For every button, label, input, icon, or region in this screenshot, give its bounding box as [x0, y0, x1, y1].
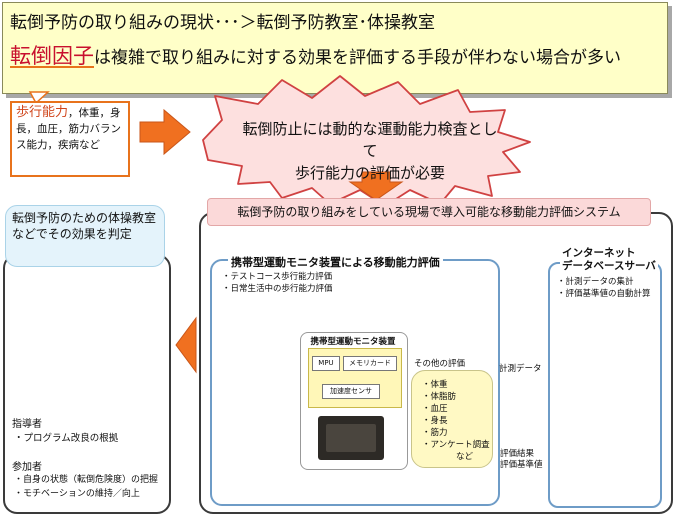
accelerometer-chip: 加速度センサ — [322, 384, 380, 399]
other-evaluation-item: ・筋力 — [422, 428, 448, 438]
burst-shape — [202, 75, 531, 207]
walking-ability-label: 歩行能力 — [16, 105, 69, 120]
current-status-text: 転倒予防の取り組みの現状･･･＞転倒予防教室･体操教室 — [10, 13, 435, 33]
other-evaluation-item: ・身長 — [422, 416, 448, 426]
monitor-evaluation-title: 携帯型運動モニタ装置による移動能力評価 — [228, 254, 443, 270]
measure-data-label: 計測データ — [499, 364, 542, 374]
result-label-line2: 評価基準値 — [500, 460, 543, 470]
top-banner — [2, 2, 668, 94]
participant-item: ・自身の状態（転倒危険度）の把握 — [14, 475, 159, 485]
server-bullet: ・計測データの集計 — [557, 277, 634, 287]
other-evaluation-item: ・血圧 — [422, 404, 448, 414]
device-title: 携帯型運動モニタ装置 — [310, 337, 396, 347]
other-evaluation-item: ・アンケート調査 — [422, 440, 490, 450]
need-line-1: 転倒防止には動的な運動能力検査として — [242, 120, 498, 160]
leader-title: 指導者 — [12, 419, 42, 430]
left-arrow-icon — [175, 316, 197, 374]
monitor-bullet: ・日常生活中の歩行能力評価 — [222, 284, 333, 294]
need-statement: 転倒防止には動的な運動能力検査として 歩行能力の評価が必要 — [240, 118, 500, 184]
other-evaluation-box — [411, 370, 493, 468]
database-server-box — [548, 262, 662, 508]
effect-judgement-text: 転倒予防のための体操教室などでその効果を判定 — [12, 211, 157, 241]
database-server-title: インターネット データベースサーバ — [560, 247, 658, 273]
walking-factors-list: ，体重，身長，血圧，筋力バランス能力，疾病など — [16, 107, 121, 151]
down-arrow-icon — [348, 171, 404, 201]
right-arrow-icon — [139, 108, 191, 156]
server-title-line1: インターネット — [562, 247, 636, 259]
monitor-bullet: ・テストコース歩行能力評価 — [222, 272, 333, 282]
participant-item: ・モチベーションの維持／向上 — [14, 489, 140, 499]
need-line-2: 歩行能力の評価が必要 — [294, 164, 445, 182]
fall-factor-keyword: 転倒因子 — [10, 44, 94, 68]
mpu-chip: MPU — [312, 356, 340, 371]
effect-judgement-box: 転倒予防のための体操教室などでその効果を判定 — [5, 205, 165, 267]
result-label: 評価結果 評価基準値 — [500, 449, 543, 471]
fall-factor-rest: は複雑で取り組みに対する効果を評価する手段が伴わない場合が多い — [94, 48, 621, 68]
other-evaluation-etc: など — [456, 452, 474, 462]
memory-card-chip: メモリカード — [343, 356, 397, 371]
server-bullet: ・評価基準値の自動計算 — [557, 289, 651, 299]
effect-panel — [3, 254, 171, 514]
server-title-line2: データベースサーバ — [562, 260, 656, 272]
other-evaluation-item: ・体脂肪 — [422, 392, 457, 402]
callout-pointer — [28, 91, 50, 105]
other-evaluation-label: その他の評価 — [414, 359, 466, 369]
result-label-line1: 評価結果 — [500, 449, 535, 459]
device-photo-detail — [326, 424, 376, 452]
participant-title: 参加者 — [12, 462, 42, 473]
leader-item: ・プログラム改良の根拠 — [14, 433, 119, 444]
system-header: 転倒予防の取り組みをしている現場で導入可能な移動能力評価システム — [207, 198, 651, 226]
fall-factor-statement: 転倒因子は複雑で取り組みに対する効果を評価する手段が伴わない場合が多い — [10, 40, 621, 70]
other-evaluation-item: ・体重 — [422, 380, 448, 390]
walking-factors-box: 歩行能力，体重，身長，血圧，筋力バランス能力，疾病など — [10, 101, 130, 177]
